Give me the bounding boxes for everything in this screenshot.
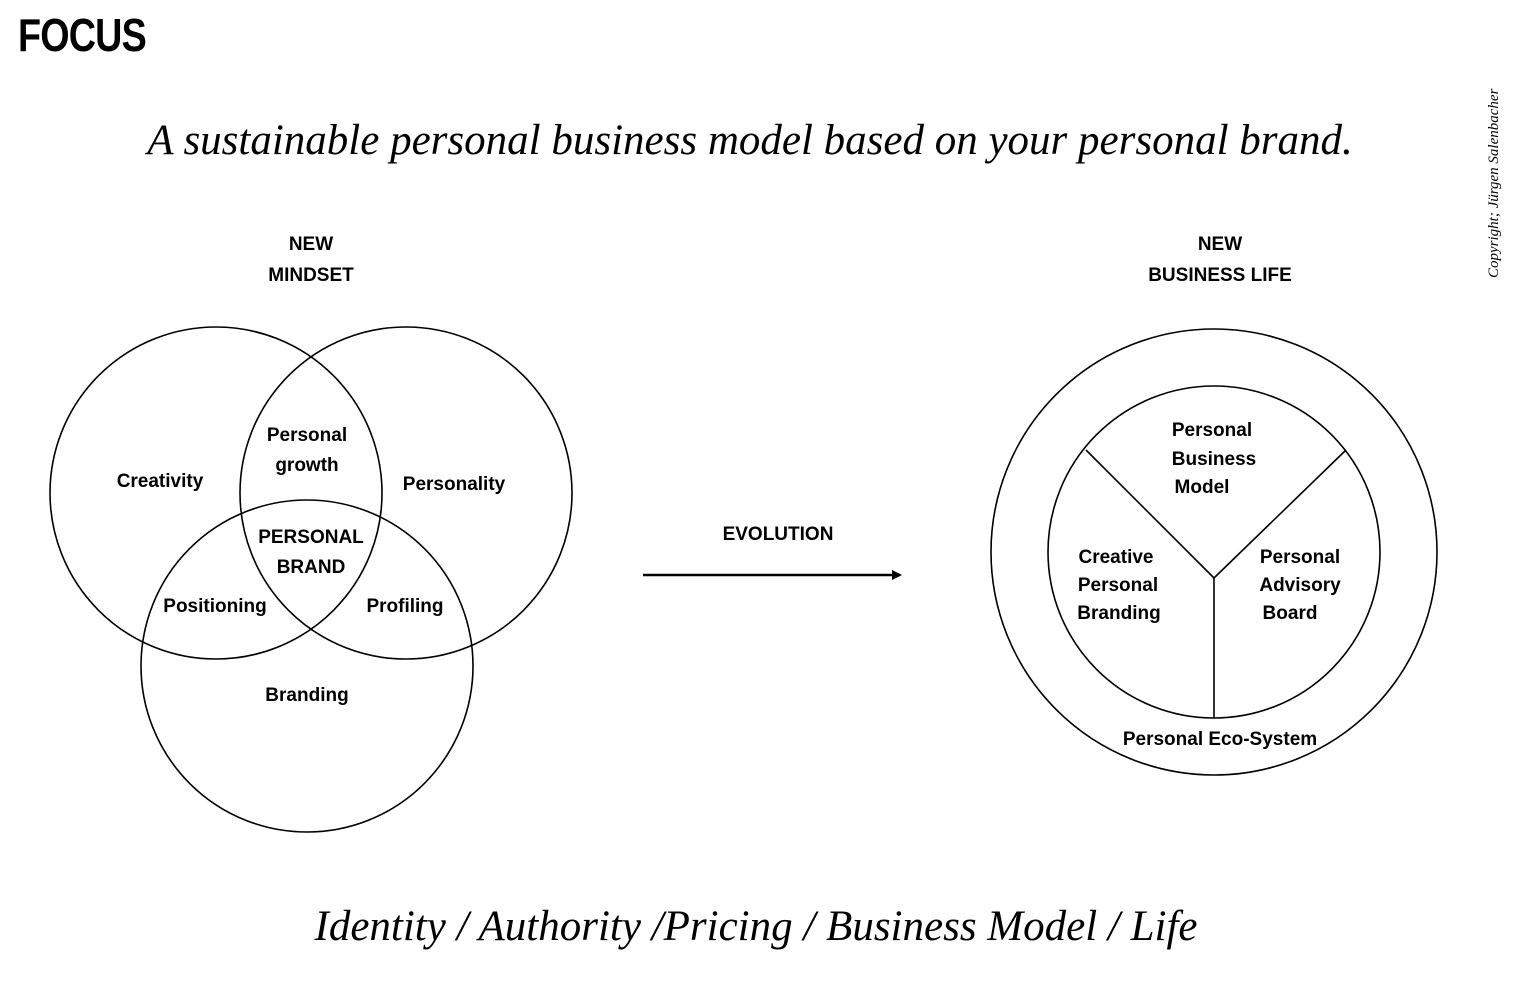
label-eco-system: Personal Eco-System <box>1123 729 1317 750</box>
label-branding: Branding <box>265 685 348 706</box>
footer-keywords: Identity / Authority /Pricing / Business… <box>314 903 1198 950</box>
label-advisory-board-1: Personal <box>1260 547 1340 568</box>
label-business-model-1: Personal <box>1172 420 1252 441</box>
label-positioning: Positioning <box>163 596 266 617</box>
label-creative-branding-1: Creative <box>1079 547 1154 568</box>
label-business-model-3: Model <box>1175 477 1230 498</box>
page-title: FOCUS <box>18 9 147 61</box>
evolution-arrow-group: EVOLUTION <box>643 524 902 580</box>
venn-circle-creativity <box>49 326 383 660</box>
venn-heading-line-1: NEW <box>289 234 333 255</box>
label-personal-brand-1: PERSONAL <box>258 527 364 548</box>
divider-left <box>1085 449 1215 579</box>
label-profiling: Profiling <box>366 596 443 617</box>
venn-diagram: NEW MINDSET Creativity Personality Brand… <box>49 234 573 833</box>
label-personality: Personality <box>403 474 506 495</box>
divider-right <box>1213 449 1347 579</box>
label-advisory-board-2: Advisory <box>1259 575 1341 596</box>
label-personal-brand-2: BRAND <box>277 557 346 578</box>
label-creativity: Creativity <box>117 471 204 492</box>
business-heading-line-2: BUSINESS LIFE <box>1148 265 1292 286</box>
venn-circle-branding <box>140 499 474 833</box>
venn-heading-line-2: MINDSET <box>268 265 354 286</box>
business-life-diagram: NEW BUSINESS LIFE Personal Business Mode… <box>990 234 1438 776</box>
label-creative-branding-3: Branding <box>1077 603 1160 624</box>
subtitle: A sustainable personal business model ba… <box>147 117 1353 164</box>
label-personal-growth-2: growth <box>275 455 338 476</box>
label-creative-branding-2: Personal <box>1078 575 1158 596</box>
venn-circle-personality <box>239 326 573 660</box>
eco-system-outer-circle <box>990 328 1438 776</box>
label-advisory-board-3: Board <box>1263 603 1318 624</box>
evolution-label: EVOLUTION <box>723 524 834 545</box>
business-heading-line-1: NEW <box>1198 234 1242 255</box>
label-personal-growth-1: Personal <box>267 425 347 446</box>
label-business-model-2: Business <box>1172 449 1256 470</box>
